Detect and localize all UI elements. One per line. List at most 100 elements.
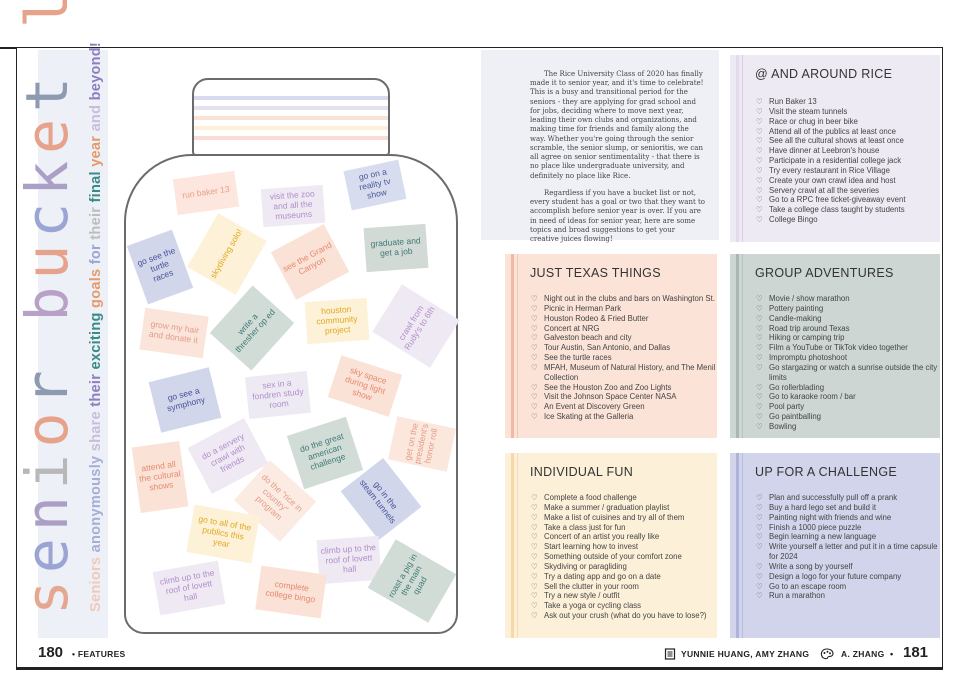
list-item: Pottery painting [756, 304, 940, 314]
list-item: Write a song by yourself [756, 562, 940, 572]
list-item: Skydiving or paragliding [531, 562, 707, 572]
frame-corner [0, 47, 16, 49]
subtitle-word: Seniors [88, 556, 104, 612]
page-subtitle: Seniors anonymously share their exciting… [88, 42, 104, 612]
list-item: See the turtle races [531, 353, 717, 363]
list-item: Film a YouTube or TikTok video together [756, 343, 940, 353]
title-letter: e [13, 111, 81, 154]
list-item: Race or chug in beer bike [756, 117, 906, 127]
title-strip [38, 50, 108, 638]
list-item: Road trip around Texas [756, 324, 940, 334]
list-item: Complete a food challenge [531, 493, 707, 503]
title-letter: o [13, 405, 81, 448]
list-item: Houston Rodeo & Fried Butter [531, 314, 717, 324]
list-item: Tour Austin, San Antonio, and Dallas [531, 343, 717, 353]
intro-panel [481, 50, 719, 240]
title-letter: e [13, 531, 81, 574]
lid-stripe [194, 136, 388, 140]
subtitle-word: and [88, 104, 104, 136]
title-letter: i [13, 447, 81, 490]
list-item: Try a dating app and go on a date [531, 572, 707, 582]
list-item: Run a marathon [756, 591, 940, 601]
list-item: See all the cultural shows at least once [756, 136, 906, 146]
subtitle-word: goals [88, 268, 104, 313]
title-letter: n [13, 489, 81, 532]
list-item: Make a list of cuisines and try all of t… [531, 513, 707, 523]
list-item: Go stargazing or watch a sunrise outside… [756, 363, 940, 383]
list-item: See the Houston Zoo and Zoo Lights [531, 383, 717, 393]
list-item: Have dinner at Leebron's house [756, 146, 906, 156]
section-title: @ AND AROUND RICE [755, 67, 893, 81]
list-item: Go to an escape room [756, 582, 940, 592]
subtitle-word: beyond! [88, 41, 104, 105]
list-item: MFAH, Museum of Natural History, and The… [531, 363, 717, 383]
list-item: College Bingo [756, 215, 906, 225]
list-item: Attend all of the publics at least once [756, 127, 906, 137]
section-list: Run Baker 13 Visit the steam tunnels Rac… [756, 97, 906, 225]
list-item: Ice Skating at the Galleria [531, 412, 717, 422]
section-list: Complete a food challenge Make a summer … [531, 493, 707, 621]
list-item: Candle-making [756, 314, 940, 324]
list-item: Take a yoga or cycling class [531, 601, 707, 611]
list-item: Night out in the clubs and bars on Washi… [531, 294, 717, 304]
list-item: Picnic in Herman Park [531, 304, 717, 314]
footer-rule [16, 668, 943, 670]
lid-stripe [194, 126, 388, 130]
section-challenge: UP FOR A CHALLENGE Plan and successfully… [730, 453, 940, 638]
subtitle-word: anonymously [88, 455, 104, 557]
subtitle-word: for [88, 244, 104, 269]
page-title: senior bucket list [13, 0, 81, 615]
title-letter: k [13, 153, 81, 196]
list-item: Ask out your crush (what do you have to … [531, 611, 707, 621]
bullet-separator: • [890, 649, 894, 659]
section-list: Plan and successfully pull off a prank B… [756, 493, 940, 601]
list-item: Plan and successfully pull off a prank [756, 493, 940, 503]
subtitle-word: their [88, 206, 104, 245]
bucket-note: grow my hair and donate it [139, 307, 209, 359]
list-item: Finish a 1000 piece puzzle [756, 523, 940, 533]
lid-stripe [194, 106, 388, 110]
bucket-note: visit the zoo and all the museums [260, 184, 326, 228]
bucket-note: complete college bingo [255, 565, 327, 619]
subtitle-word: their [88, 373, 104, 412]
list-item: Try every restaurant in Rice Village [756, 166, 906, 176]
list-item: An Event at Discovery Green [531, 402, 717, 412]
intro-paragraph: The Rice University Class of 2020 has fi… [530, 70, 704, 180]
subtitle-word: exciting [88, 312, 104, 374]
section-title: UP FOR A CHALLENGE [755, 465, 898, 479]
list-item: Concert at NRG [531, 324, 717, 334]
spread-frame [16, 47, 943, 668]
section-around-rice: @ AND AROUND RICE Run Baker 13 Visit the… [730, 55, 940, 242]
list-item: Go paintballing [756, 412, 940, 422]
title-letter: u [13, 237, 81, 280]
list-item: Visit the steam tunnels [756, 107, 906, 117]
section-group: GROUP ADVENTURES Movie / show marathon P… [730, 254, 940, 438]
list-item: Write yourself a letter and put it in a … [756, 542, 940, 562]
list-item: Galveston beach and city [531, 333, 717, 343]
section-texas: JUST TEXAS THINGS Night out in the clubs… [505, 254, 717, 438]
list-item: Try a new style / outfit [531, 591, 707, 601]
lid-stripe [194, 116, 388, 120]
left-page-number: 180 [38, 644, 64, 661]
bucket-note: houston community project [304, 297, 370, 345]
list-item: Run Baker 13 [756, 97, 906, 107]
list-item: Go to a RPC free ticket-giveaway event [756, 195, 906, 205]
list-item: Make a summer / graduation playlist [531, 503, 707, 513]
list-item: Start learning how to invest [531, 542, 707, 552]
title-letter: t [13, 70, 81, 112]
list-item: Painting night with friends and wine [756, 513, 940, 523]
list-item: Design a logo for your future company [756, 572, 940, 582]
subtitle-word: share [88, 411, 104, 456]
title-letter: c [13, 195, 81, 238]
title-letter: r [13, 363, 81, 406]
right-page-number: 181 [903, 644, 929, 661]
list-item: Something outside of your comfort zone [531, 552, 707, 562]
list-item: Participate in a residential college jac… [756, 156, 906, 166]
list-item: Create your own crawl idea and host [756, 176, 906, 186]
list-item: Bowling [756, 422, 940, 432]
bucket-note: graduate and get a job [363, 223, 429, 273]
designer-credit: A. ZHANG [841, 649, 885, 659]
list-item: Concert of an artist you really like [531, 532, 707, 542]
title-letter: s [13, 573, 81, 615]
list-item: Hiking or camping trip [756, 333, 940, 343]
